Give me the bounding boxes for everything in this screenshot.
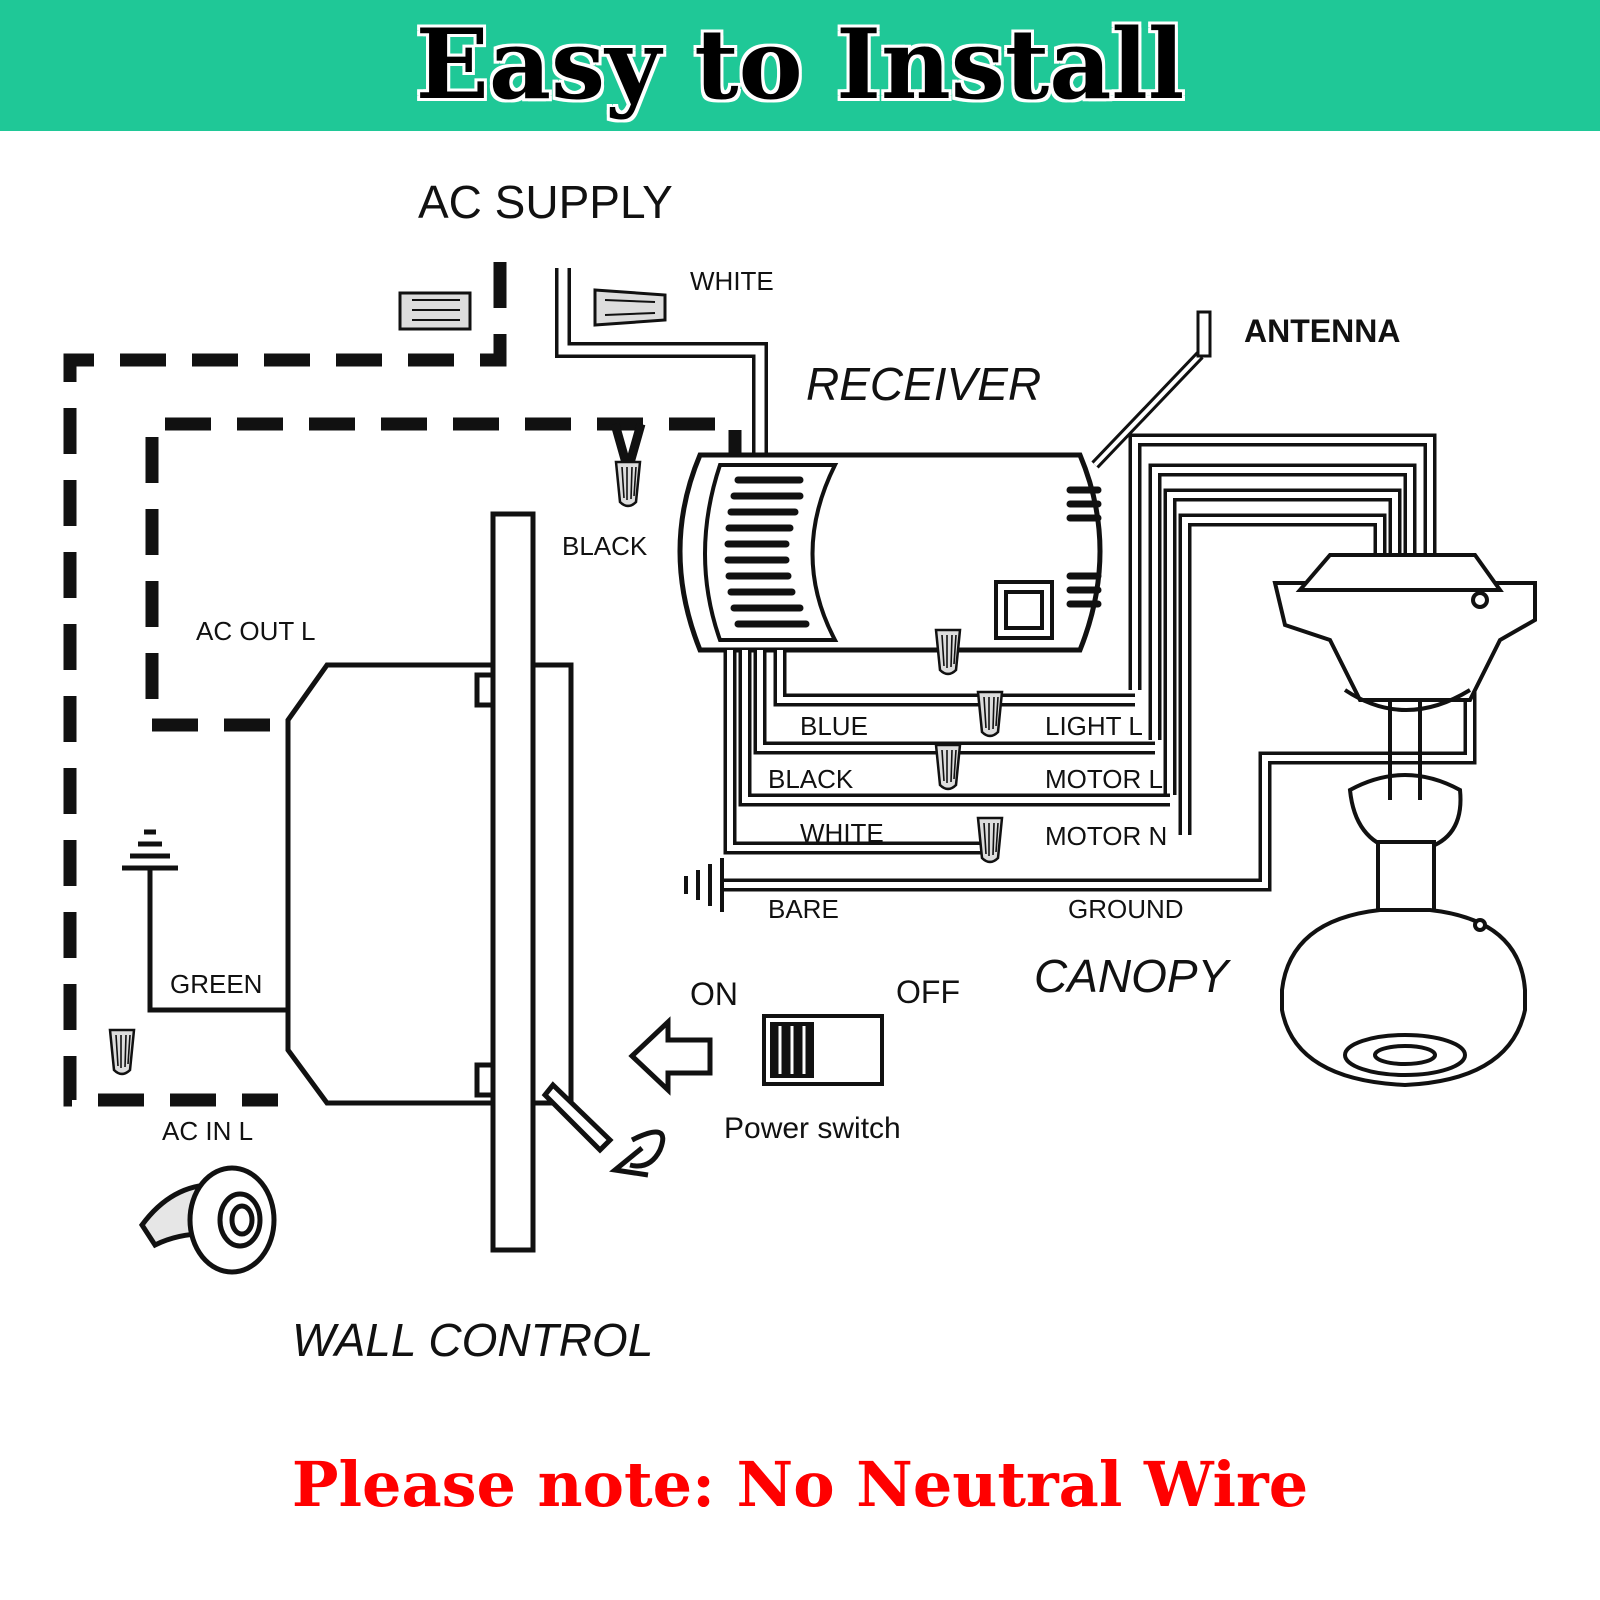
canopy-bracket — [1272, 553, 1537, 712]
label-white-supply: WHITE — [690, 266, 774, 296]
antenna — [1091, 310, 1212, 469]
label-bare: BARE — [768, 894, 839, 924]
label-green: GREEN — [170, 969, 262, 999]
label-canopy: CANOPY — [1034, 950, 1232, 1002]
header-banner: Easy to Install — [0, 0, 1600, 131]
label-white-motor: WHITE — [800, 818, 884, 848]
label-off: OFF — [896, 974, 960, 1010]
label-motor-n: MOTOR N — [1045, 821, 1167, 851]
footer-note: Please note: No Neutral Wire — [291, 1448, 1309, 1521]
label-motor-l: MOTOR L — [1045, 764, 1163, 794]
ground-symbol-icon — [684, 858, 724, 912]
dashed-wire-ac-out — [63, 262, 742, 1107]
label-wall-control: WALL CONTROL — [292, 1314, 653, 1366]
label-antenna: ANTENNA — [1244, 313, 1400, 349]
canopy-housing — [1280, 908, 1527, 1088]
receiver-unit — [677, 452, 1103, 653]
supply-wire-nut-right — [593, 288, 667, 327]
wall-control-unit — [285, 511, 614, 1253]
label-black-motor: BLACK — [768, 764, 854, 794]
supply-wire-nut-left — [398, 291, 472, 331]
label-on: ON — [690, 976, 738, 1012]
rotate-arrow-icon — [609, 1129, 666, 1178]
label-light-l: LIGHT L — [1045, 711, 1143, 741]
label-black-receiver: BLACK — [562, 531, 648, 561]
page-title: Easy to Install — [414, 7, 1186, 123]
label-receiver: RECEIVER — [806, 358, 1041, 410]
supply-white-wire — [555, 268, 768, 455]
label-ac-out-l: AC OUT L — [196, 616, 315, 646]
label-ac-in-l: AC IN L — [162, 1116, 253, 1146]
wiring-diagram: AC SUPPLY WHITE ANTENNA RECEIVER BLACK A… — [63, 176, 1537, 1366]
ac-in-wire-nut — [108, 1028, 136, 1076]
receiver-output-wires — [720, 620, 1477, 892]
label-blue: BLUE — [800, 711, 868, 741]
left-arrow-icon — [628, 1016, 713, 1096]
label-ground: GROUND — [1068, 894, 1184, 924]
wall-ground-wire — [122, 829, 288, 1013]
label-ac-supply: AC SUPPLY — [418, 176, 673, 228]
label-power-switch: Power switch — [724, 1112, 901, 1145]
receiver-black-wire-nut — [610, 422, 646, 508]
electrical-tape-icon — [138, 1165, 277, 1275]
slide-switch-icon — [762, 1014, 884, 1086]
